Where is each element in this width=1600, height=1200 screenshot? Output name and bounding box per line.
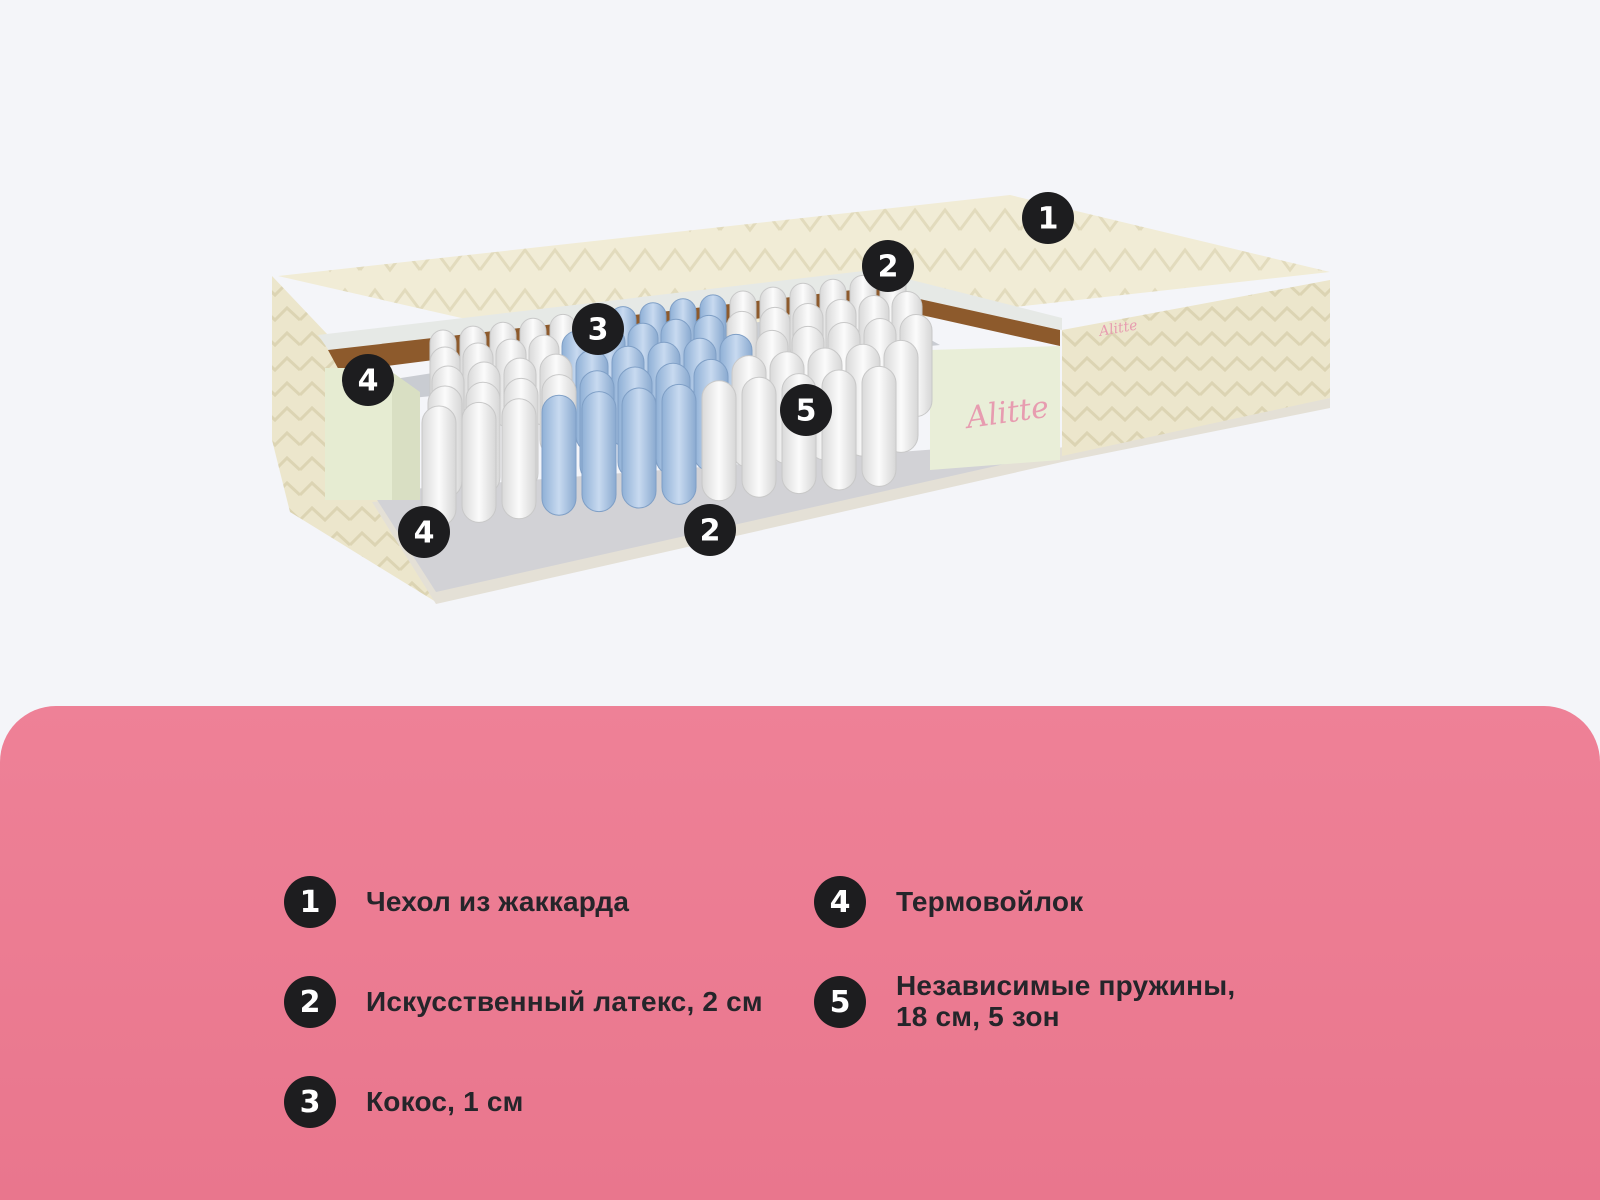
callout-number: 4: [414, 516, 435, 551]
callout-springs: 5: [780, 384, 832, 436]
spring-blue: [621, 387, 657, 509]
legend-label: Кокос, 1 см: [366, 1086, 524, 1117]
spring-white: [701, 380, 737, 502]
callout-circle: [342, 354, 394, 406]
spring-white: [741, 376, 777, 498]
legend-badge: 3: [284, 1076, 336, 1128]
callout-felt-bottom: 4: [398, 506, 450, 558]
legend-label: Термовойлок: [896, 886, 1084, 917]
legend-badge: 1: [284, 876, 336, 928]
side-logo: Alitte: [1096, 317, 1139, 340]
callout-circle: [684, 504, 736, 556]
callout-cover: 1: [1022, 192, 1074, 244]
callout-number: 4: [358, 364, 379, 399]
felt-right: [930, 346, 1060, 470]
callout-number: 2: [878, 250, 899, 285]
legend-label: Независимые пружины, 18 см, 5 зон: [896, 970, 1236, 1032]
legend-item-cover: 1 Чехол из жаккарда: [284, 876, 629, 928]
mattress-right-side: [1062, 280, 1330, 456]
callout-badges: 1 2 3 4 5 4 2: [342, 192, 1074, 558]
legend-badge: 4: [814, 876, 866, 928]
legend-item-coconut: 3 Кокос, 1 см: [284, 1076, 524, 1128]
callout-number: 3: [588, 313, 609, 348]
legend-label: Чехол из жаккарда: [366, 886, 630, 917]
callout-circle: [572, 303, 624, 355]
spring-white: [501, 398, 537, 520]
spring-blue: [661, 383, 697, 505]
coconut-layer: [328, 288, 1060, 372]
callout-felt-side: 4: [342, 354, 394, 406]
legend-badge: 2: [284, 976, 336, 1028]
callout-coconut: 3: [572, 303, 624, 355]
legend-badge: 5: [814, 976, 866, 1028]
spring-white: [461, 401, 497, 523]
spring-blue: [581, 391, 617, 513]
spring-white: [861, 365, 897, 487]
callout-circle: [780, 384, 832, 436]
callout-number: 5: [796, 394, 817, 429]
legend-label: Искусственный латекс, 2 см: [366, 986, 763, 1017]
callout-circle: [862, 240, 914, 292]
felt-left-inner: [392, 372, 420, 500]
legend-item-felt: 4 Термовойлок: [814, 876, 1083, 928]
callout-latex-top: 2: [862, 240, 914, 292]
spring-white: [821, 369, 857, 491]
callout-number: 1: [1038, 202, 1059, 237]
callout-circle: [1022, 192, 1074, 244]
legend-panel: 1 Чехол из жаккарда 2 Искусственный лате…: [0, 706, 1600, 1200]
callout-number: 2: [700, 514, 721, 549]
legend-item-springs: 5 Независимые пружины, 18 см, 5 зон: [814, 970, 1235, 1032]
legend-item-latex: 2 Искусственный латекс, 2 см: [284, 976, 763, 1028]
spring-blue: [541, 394, 577, 516]
callout-circle: [398, 506, 450, 558]
callout-latex-bottom: 2: [684, 504, 736, 556]
